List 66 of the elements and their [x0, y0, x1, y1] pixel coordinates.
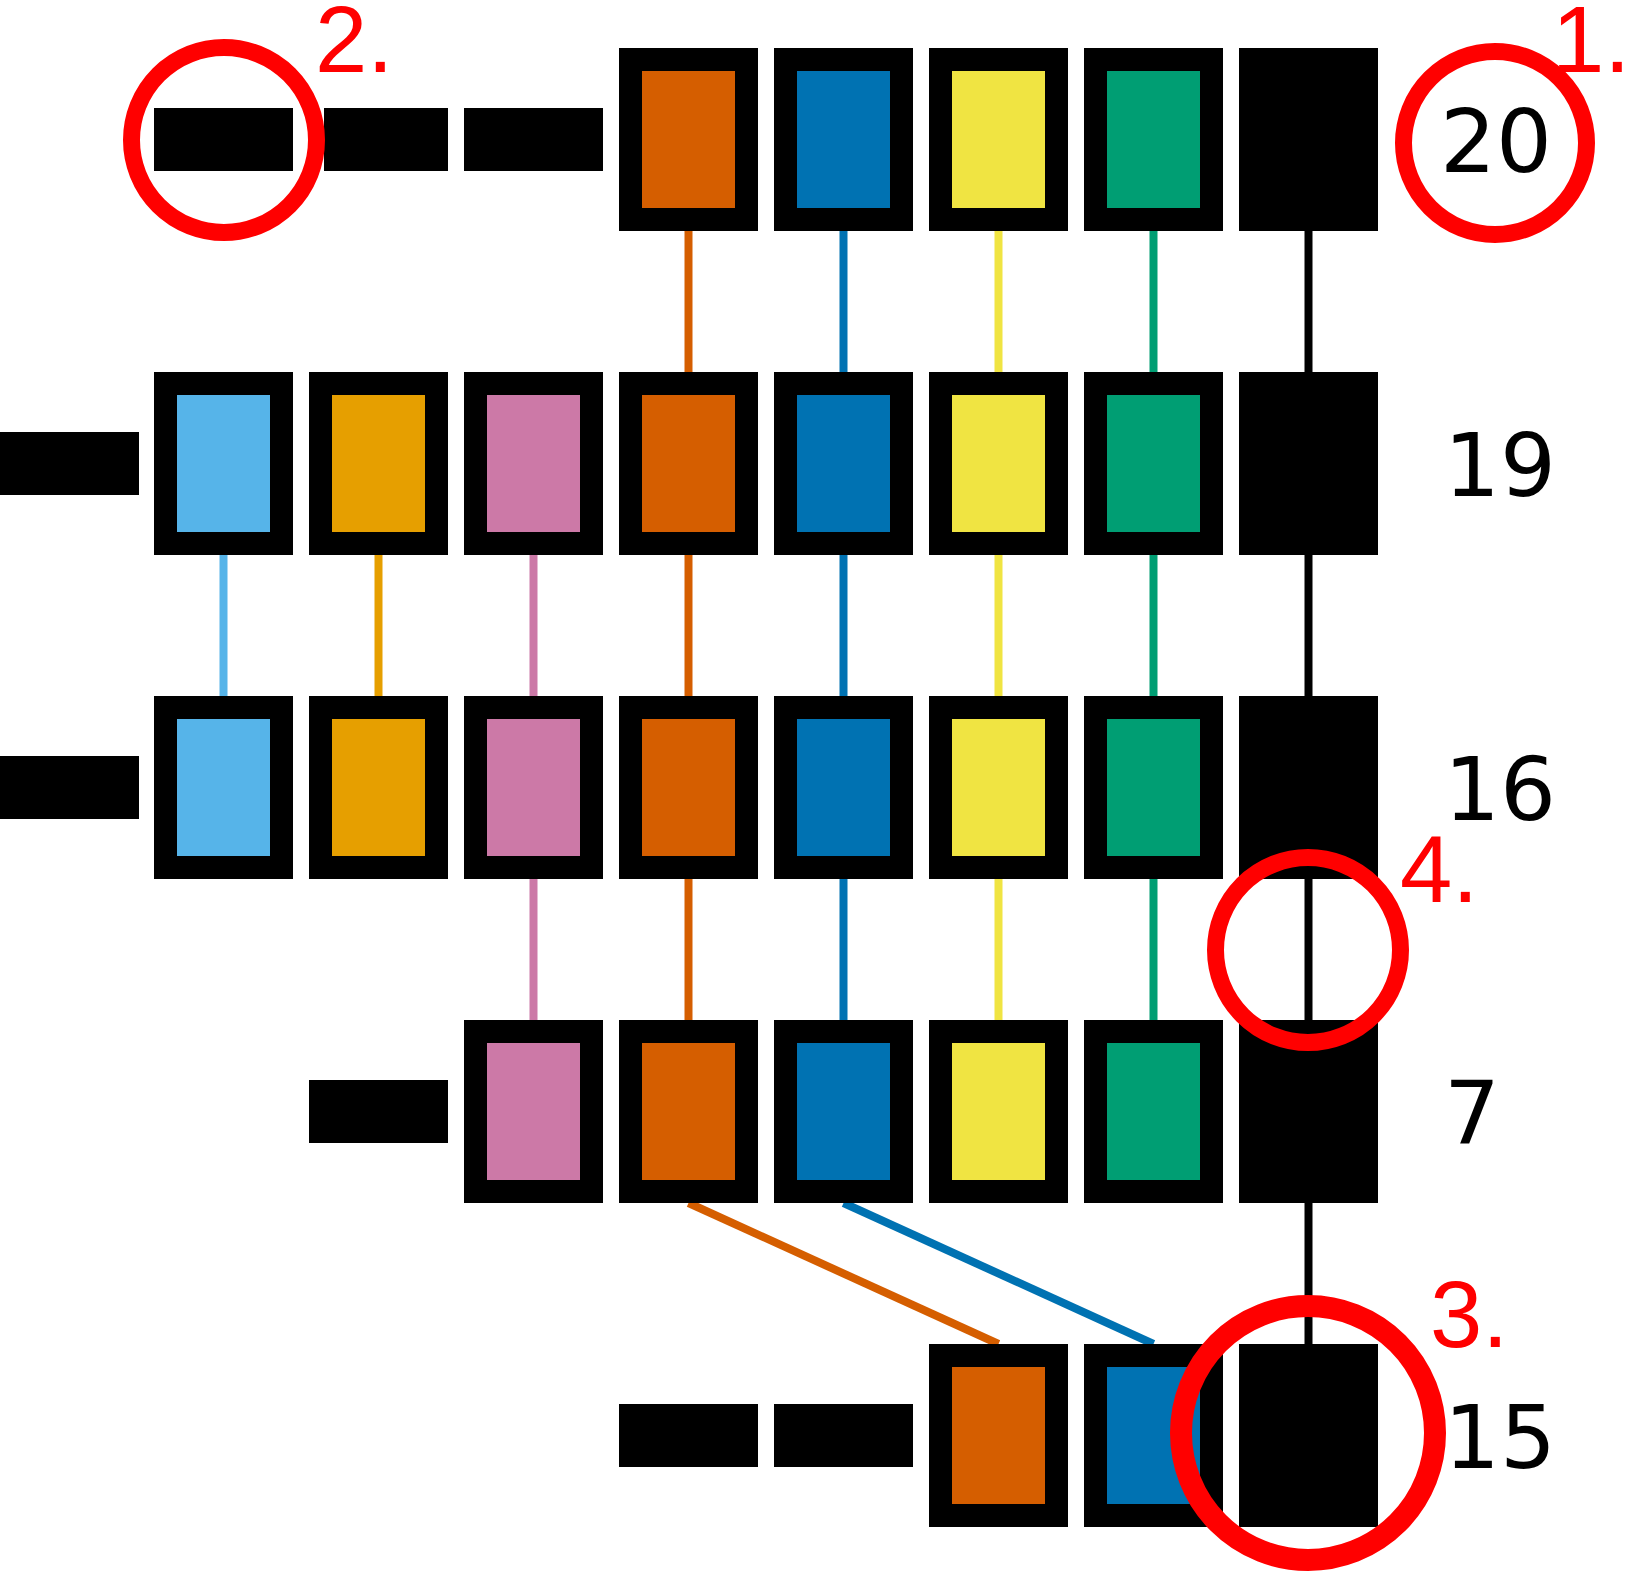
framed-block: [929, 696, 1068, 879]
framed-block: [774, 696, 913, 879]
dash-bar: [0, 756, 139, 819]
framed-block: [1084, 372, 1223, 555]
connector-line: [839, 555, 848, 696]
connector-line: [684, 555, 693, 696]
framed-block: [929, 1344, 1068, 1527]
connector-line: [684, 231, 693, 372]
framed-block: [154, 696, 293, 879]
connector-line: [839, 231, 848, 372]
connector-line: [994, 555, 1003, 696]
dash-bar: [309, 1080, 448, 1143]
framed-block: [154, 372, 293, 555]
framed-block: [464, 1020, 603, 1203]
framed-block: [929, 48, 1068, 231]
callout-number: 2.: [315, 0, 394, 80]
solid-block: [1239, 696, 1378, 879]
framed-block: [1084, 696, 1223, 879]
row-label: 7: [1444, 1073, 1500, 1153]
framed-block: [309, 372, 448, 555]
framed-block: [774, 48, 913, 231]
connector-line: [994, 231, 1003, 372]
connector-line: [1149, 231, 1158, 372]
framed-block: [464, 372, 603, 555]
framed-block: [1084, 1020, 1223, 1203]
connector-line: [1304, 555, 1313, 696]
row-label: 19: [1444, 425, 1556, 505]
framed-block: [619, 1020, 758, 1203]
connector-line: [374, 555, 383, 696]
connector-line: [1149, 555, 1158, 696]
framed-block: [464, 696, 603, 879]
row-label: 20: [1440, 101, 1552, 181]
framed-block: [1084, 48, 1223, 231]
framed-block: [929, 372, 1068, 555]
dash-bar: [324, 108, 448, 171]
framed-block: [774, 372, 913, 555]
connector-line: [994, 879, 1003, 1020]
connector-line: [839, 879, 848, 1020]
framed-block: [619, 372, 758, 555]
framed-block: [619, 48, 758, 231]
row-label: 16: [1444, 749, 1556, 829]
connector-line: [529, 879, 538, 1020]
dash-bar: [0, 432, 139, 495]
framed-block: [619, 696, 758, 879]
solid-block: [1239, 1020, 1378, 1203]
connector-line: [1304, 879, 1313, 1020]
connector-line: [219, 555, 228, 696]
solid-block: [1239, 372, 1378, 555]
connector-line: [1304, 231, 1313, 372]
callout-number: 4.: [1400, 830, 1479, 910]
connector-line: [1149, 879, 1158, 1020]
framed-block: [309, 696, 448, 879]
dash-bar: [619, 1404, 758, 1467]
callout-number: 3.: [1430, 1275, 1509, 1355]
dash-bar: [464, 108, 603, 171]
solid-block: [1239, 1344, 1378, 1527]
connector-line: [684, 879, 693, 1020]
solid-block: [1239, 48, 1378, 231]
callout-number: 1.: [1552, 0, 1631, 80]
dash-bar: [154, 108, 293, 171]
connector-line: [529, 555, 538, 696]
connector-line: [1304, 1203, 1313, 1344]
row-label: 15: [1444, 1397, 1556, 1477]
dash-bar: [774, 1404, 913, 1467]
framed-block: [774, 1020, 913, 1203]
framed-block: [929, 1020, 1068, 1203]
